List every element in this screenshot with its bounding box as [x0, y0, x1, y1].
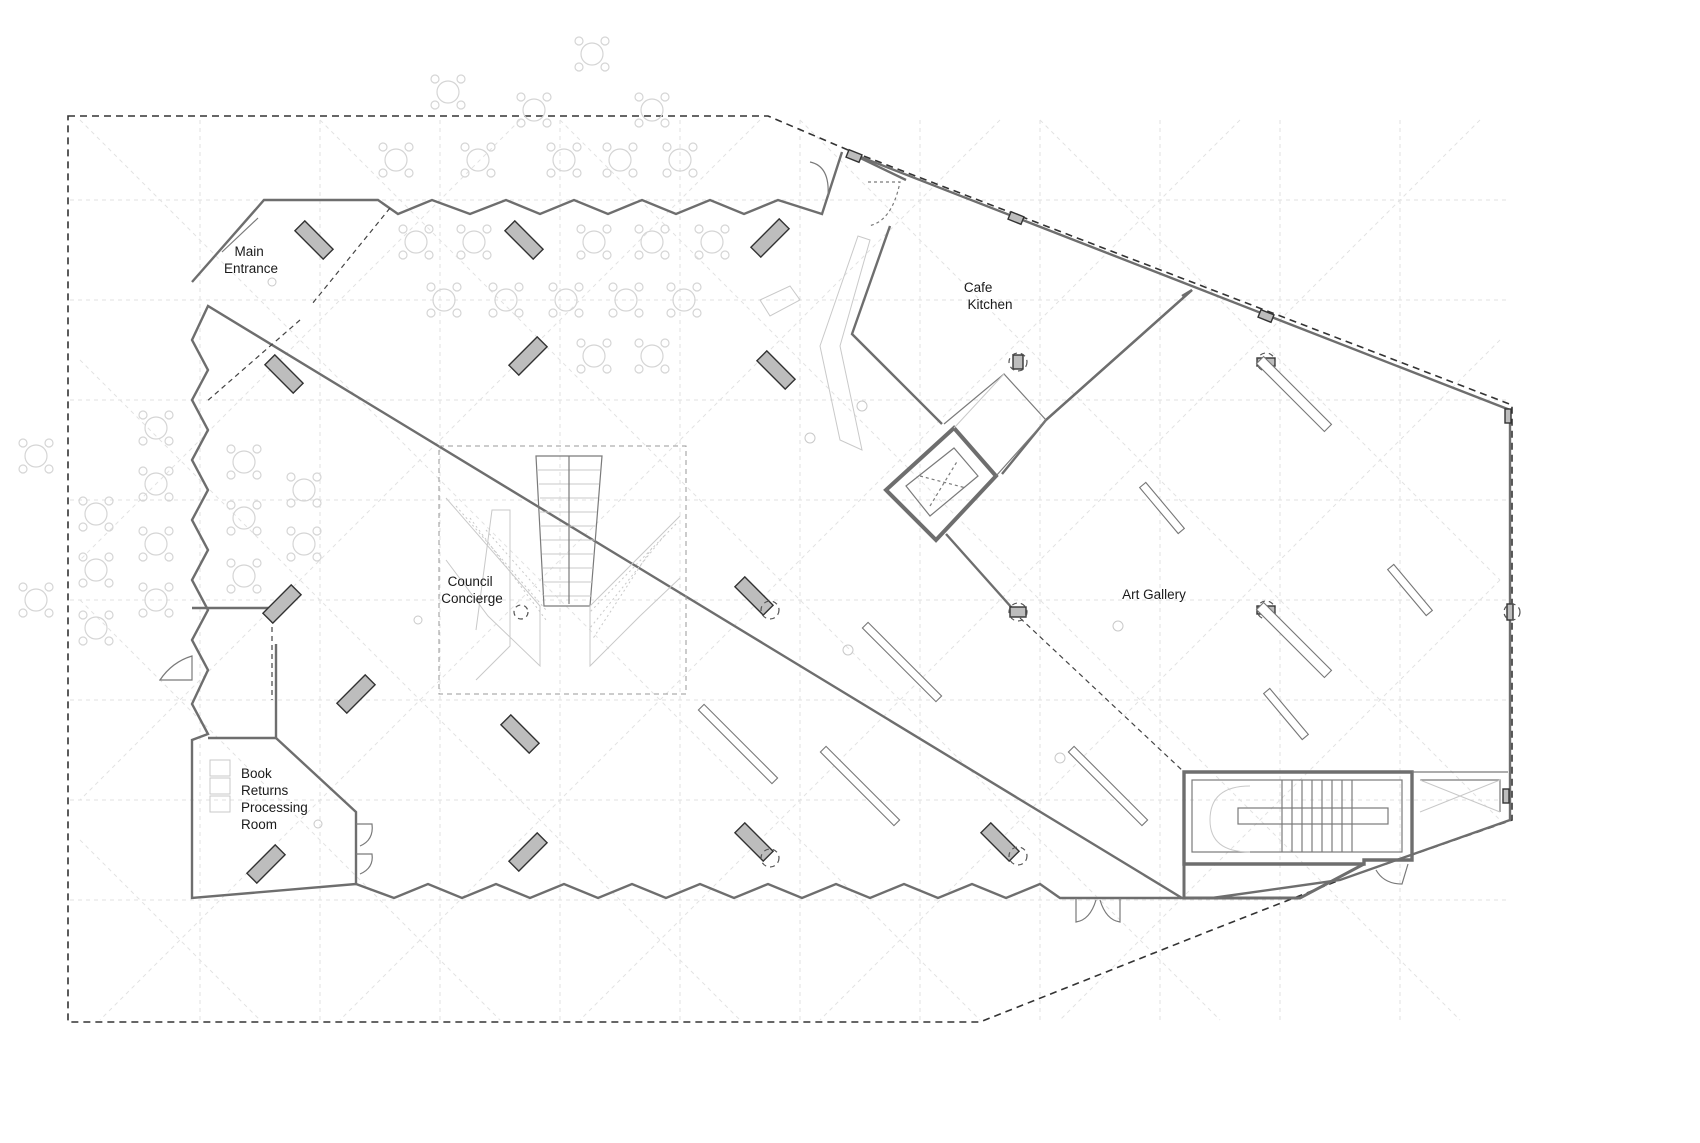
gallery-panel — [1262, 687, 1310, 741]
book-returns-line-1: Book — [241, 766, 272, 781]
bookshelf — [819, 745, 901, 827]
main-entrance-line-2: Entrance — [224, 261, 278, 276]
kitchen-gallery-wall — [1045, 289, 1193, 421]
gallery-panel — [1386, 563, 1434, 617]
book-returns-walls — [192, 606, 358, 884]
outdoor-tables — [18, 36, 730, 646]
column — [507, 335, 549, 377]
column — [507, 831, 549, 873]
column — [845, 148, 863, 164]
entrance-door — [221, 217, 259, 253]
gallery-panel — [1255, 355, 1333, 433]
room-label-main-entrance: Main Entrance — [224, 244, 278, 276]
gallery-panel — [1138, 481, 1186, 535]
grid-lines — [70, 119, 1510, 1021]
cafe-kitchen-line-2: Kitchen — [967, 297, 1012, 312]
gallery-divider-sliding — [1019, 617, 1185, 773]
bookshelf — [1067, 745, 1149, 827]
column — [293, 219, 335, 261]
room-label-art-gallery: Art Gallery — [1122, 587, 1186, 602]
column — [755, 349, 797, 391]
display-panels — [697, 355, 1434, 827]
column — [979, 821, 1021, 863]
council-concierge-line-2: Concierge — [441, 591, 503, 606]
lounge-chairs — [267, 277, 1124, 829]
column — [1504, 408, 1512, 424]
main-entrance-line-1: Main — [234, 244, 263, 259]
column — [749, 217, 791, 259]
column — [733, 575, 775, 617]
cafe-counter — [819, 235, 871, 451]
column — [1502, 788, 1510, 804]
art-gallery-line-1: Art Gallery — [1122, 587, 1186, 602]
stair-core — [1182, 770, 1508, 900]
doors — [158, 161, 1409, 923]
column — [1506, 603, 1514, 621]
entrance-threshold — [205, 207, 391, 403]
cafe-kitchen-line-1: Cafe — [964, 280, 993, 295]
column — [1007, 210, 1025, 226]
column — [1009, 606, 1027, 618]
lift-core — [883, 373, 1047, 543]
column — [503, 219, 545, 261]
room-label-book-returns: Book Returns Processing Room — [241, 766, 312, 832]
book-returns-line-4: Room — [241, 817, 277, 832]
central-stair — [438, 445, 687, 695]
column — [263, 353, 305, 395]
column — [499, 713, 541, 755]
bookshelf — [697, 703, 779, 785]
gallery-panel — [1255, 601, 1333, 679]
bookshelf — [861, 621, 943, 703]
cafe-bench — [759, 285, 801, 317]
column — [335, 673, 377, 715]
council-concierge-line-1: Council — [448, 574, 493, 589]
room-label-cafe-kitchen: Cafe Kitchen — [964, 280, 1013, 312]
book-returns-line-2: Returns — [241, 783, 289, 798]
room-label-council-concierge: Council Concierge — [441, 574, 503, 606]
column — [733, 821, 775, 863]
gallery-divider-wall — [945, 533, 1013, 609]
column — [1257, 308, 1275, 324]
column — [1012, 354, 1024, 370]
column — [245, 843, 287, 885]
column — [261, 583, 303, 625]
cafe-kitchen-wall — [847, 150, 1193, 475]
book-returns-line-3: Processing — [241, 800, 308, 815]
floor-plan: Main Entrance Cafe Kitchen Council Conci… — [18, 36, 1521, 1023]
